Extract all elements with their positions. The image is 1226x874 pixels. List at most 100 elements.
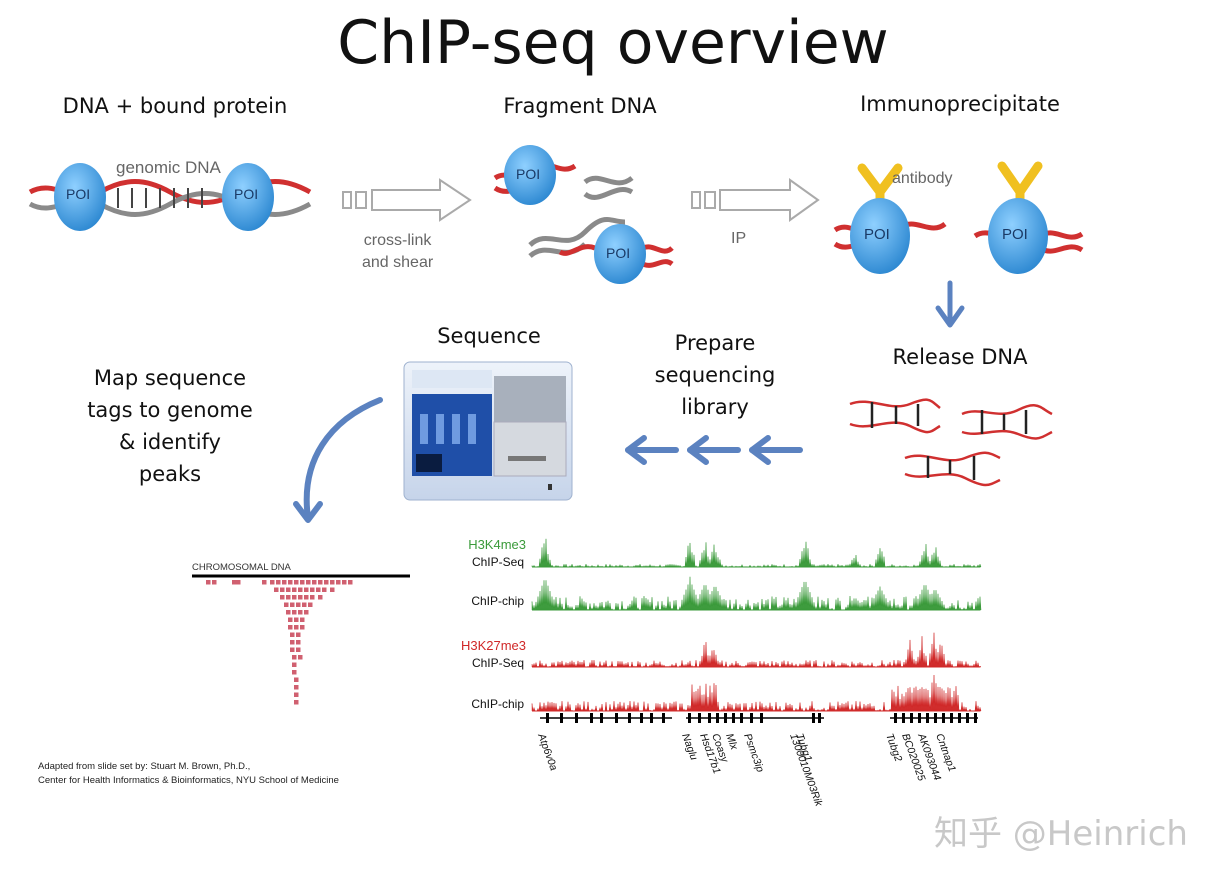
- step-immunoprecipitate-label: Immunoprecipitate: [860, 92, 1060, 116]
- pileup-tag: [310, 595, 315, 600]
- track-method-label: ChIP-Seq: [471, 555, 524, 569]
- gene-exon: [958, 713, 961, 723]
- gene-exon: [902, 713, 905, 723]
- pileup-tag: [296, 632, 301, 637]
- pileup-tag: [294, 580, 299, 585]
- gene-exon: [910, 713, 913, 723]
- pileup-tag: [288, 580, 293, 585]
- chromosomal-pileup: [192, 574, 410, 705]
- pileup-tag: [316, 587, 321, 592]
- step-sequence-label: Sequence: [437, 324, 541, 348]
- pileup-tag: [300, 625, 305, 630]
- pileup-tag: [290, 647, 295, 652]
- pileup-tag: [292, 655, 297, 660]
- pileup-tag: [304, 610, 309, 615]
- gene-exon: [934, 713, 937, 723]
- pileup-tag: [286, 595, 291, 600]
- pileup-tag: [318, 580, 323, 585]
- gene-exon: [628, 713, 631, 723]
- page-title: ChIP-seq overview: [337, 8, 889, 78]
- poi-protein-6: [988, 198, 1048, 274]
- pileup-tag: [298, 655, 303, 660]
- arrow-map-curved: [293, 397, 383, 523]
- gene-exon: [575, 713, 578, 723]
- pileup-tag: [310, 587, 315, 592]
- poi-protein-3: [504, 145, 556, 205]
- pileup-tag: [270, 580, 275, 585]
- pileup-tag: [294, 700, 299, 705]
- gene-label: Atp6v0a: [535, 731, 560, 772]
- fragmented-dna-illustration: [493, 145, 674, 284]
- poi-label-2: POI: [234, 186, 259, 202]
- pileup-tag: [294, 617, 299, 622]
- gene-exon: [942, 713, 945, 723]
- gene-exon: [926, 713, 929, 723]
- pileup-tag: [284, 602, 289, 607]
- gene-exon: [698, 713, 701, 723]
- pileup-tag: [212, 580, 217, 585]
- poi-protein-2: [222, 163, 274, 231]
- pileup-tag: [290, 632, 295, 637]
- pileup-tag: [348, 580, 353, 585]
- poi-label-6: POI: [1002, 226, 1028, 243]
- pileup-tag: [282, 580, 287, 585]
- pileup-tag: [300, 580, 305, 585]
- ip-label: IP: [731, 230, 747, 247]
- pileup-tag: [298, 587, 303, 592]
- pileup-tag: [294, 692, 299, 697]
- pileup-tag: [292, 670, 297, 675]
- gene-exon: [724, 713, 727, 723]
- step-fragment-label: Fragment DNA: [503, 94, 657, 118]
- track-method-label: ChIP-chip: [471, 697, 524, 711]
- sequencer-machine-image: [403, 361, 573, 501]
- pileup-tag: [304, 595, 309, 600]
- gene-exon: [750, 713, 753, 723]
- step-release-label: Release DNA: [892, 345, 1028, 369]
- pileup-tag: [296, 602, 301, 607]
- pileup-tag: [300, 617, 305, 622]
- chromosomal-dna-label: CHROMOSOMAL DNA: [192, 562, 291, 573]
- pileup-tag: [292, 610, 297, 615]
- poi-protein-4: [594, 224, 646, 284]
- pileup-tag: [294, 685, 299, 690]
- pileup-tag: [288, 617, 293, 622]
- gene-exon: [560, 713, 563, 723]
- pileup-tag: [294, 625, 299, 630]
- gene-exon: [818, 713, 821, 723]
- gene-exon: [918, 713, 921, 723]
- gene-exon: [662, 713, 665, 723]
- poi-label-5: POI: [864, 226, 890, 243]
- pileup-tag: [298, 610, 303, 615]
- poi-label-3: POI: [516, 166, 541, 182]
- pileup-tag: [312, 580, 317, 585]
- gene-label: Naglu: [679, 732, 700, 762]
- pileup-tag: [288, 625, 293, 630]
- track-method-label: ChIP-Seq: [471, 656, 524, 670]
- arrow-crosslink: [342, 178, 472, 222]
- gene-exon: [716, 713, 719, 723]
- track-mark-label: H3K27me3: [460, 638, 526, 653]
- pileup-tag: [342, 580, 347, 585]
- track-mark-label: H3K4me3: [468, 537, 526, 552]
- gene-exon: [600, 713, 603, 723]
- track-signal-1: [531, 538, 982, 568]
- arrow-down-release: [935, 280, 965, 328]
- pileup-tag: [276, 580, 281, 585]
- pileup-tag: [302, 602, 307, 607]
- gene-exon: [740, 713, 743, 723]
- pileup-tag: [318, 595, 323, 600]
- gene-exon: [966, 713, 969, 723]
- step-dna-bound-label: DNA + bound protein: [62, 94, 288, 118]
- gene-exon: [688, 713, 691, 723]
- pileup-tag: [304, 587, 309, 592]
- gene-exon: [590, 713, 593, 723]
- credit-text: Adapted from slide set by: Stuart M. Bro…: [38, 761, 339, 786]
- immunoprecipitate-illustration: [833, 161, 1084, 274]
- poi-label-4: POI: [606, 245, 631, 261]
- track-signal-4: [531, 675, 982, 712]
- pileup-tag: [262, 580, 267, 585]
- pileup-tag: [280, 587, 285, 592]
- pileup-tag: [290, 640, 295, 645]
